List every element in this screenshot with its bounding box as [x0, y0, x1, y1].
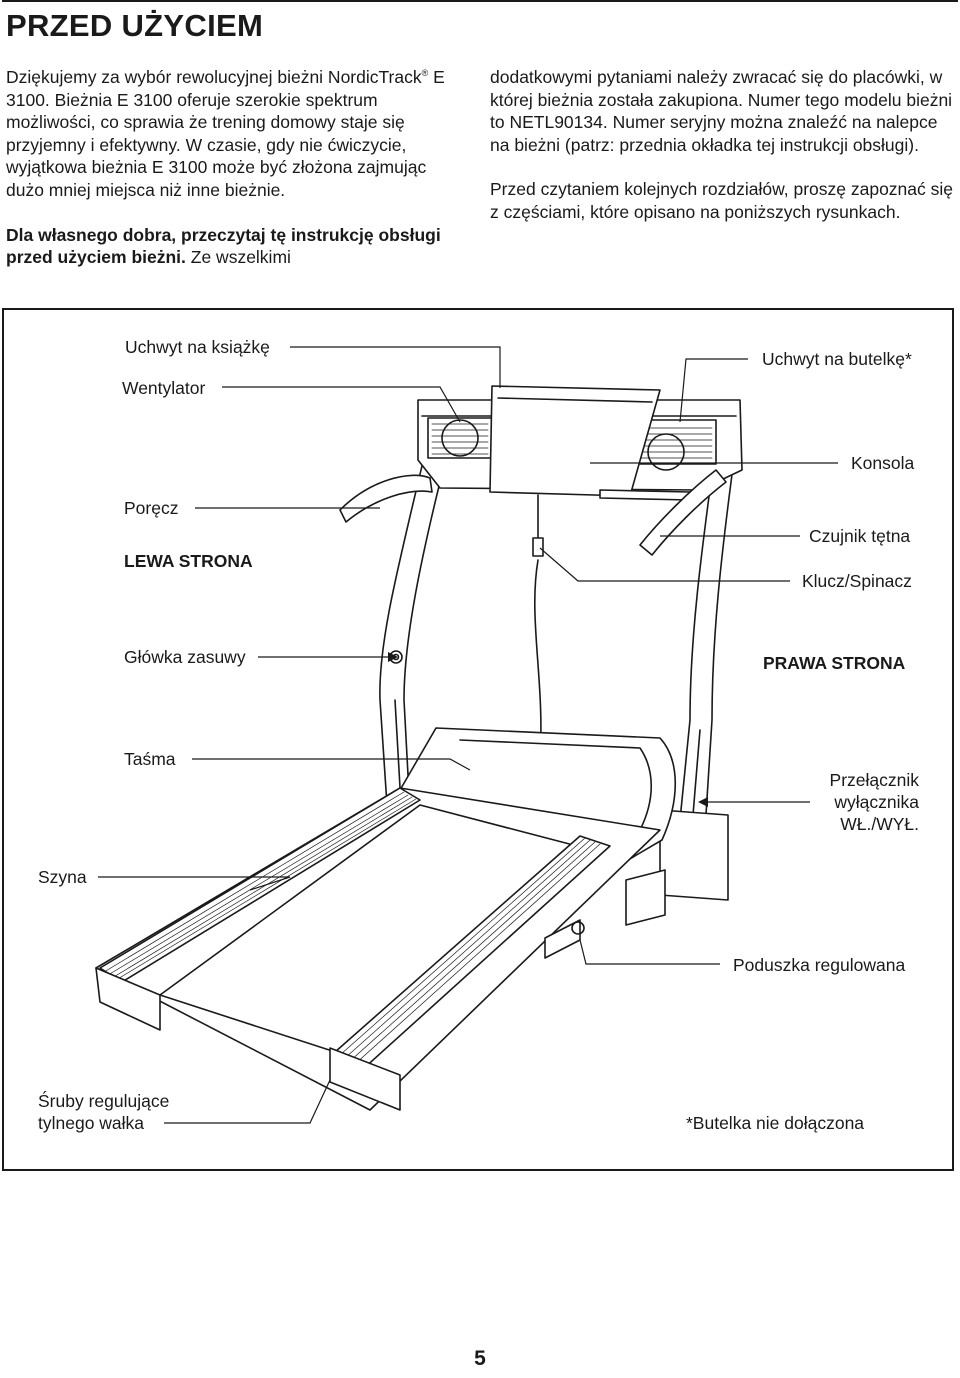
treadmill-drawing [95, 385, 743, 1111]
rear-right-endcap [329, 1047, 401, 1111]
label-pulse-sensor: Czujnik tętna [809, 526, 910, 546]
label-belt: Taśma [124, 749, 176, 769]
warning-text-cont: Ze wszelkimi [185, 247, 291, 268]
label-screws-line1: Śruby regulujące [38, 1090, 169, 1111]
left-handrail [339, 474, 433, 523]
intro-right-column: dodatkowymi pytaniami należy zwracać się… [490, 66, 954, 246]
left-fan-grille [427, 417, 493, 459]
label-book-holder: Uchwyt na książkę [125, 337, 270, 357]
label-screws-line2: tylnego wałka [38, 1113, 144, 1133]
leader-lines [98, 346, 838, 1124]
right-handrail [639, 469, 727, 556]
intro-text: Dziękujemy za wybór rewolucyjnej bieżni … [6, 67, 422, 87]
title-bar: PRZED UŻYCIEM [2, 0, 958, 46]
rear-left-endcap [95, 967, 161, 1031]
label-bottle-holder: Uchwyt na butelkę* [762, 349, 912, 369]
page-title: PRZED UŻYCIEM [6, 8, 264, 43]
label-switch-line3: WŁ./WYŁ. [840, 814, 919, 834]
right-base [659, 809, 729, 901]
intro-paragraph-2: Dla własnego dobra, przeczytaj tę instru… [6, 224, 461, 269]
warning-text: Dla własnego dobra, przeczytaj tę instru… [6, 224, 441, 268]
label-cushion: Poduszka regulowana [733, 955, 905, 975]
page-number: 5 [474, 1347, 486, 1370]
intro-paragraph-4: Przed czytaniem kolejnych rozdziałów, pr… [490, 179, 953, 222]
label-handrail: Poręcz [124, 498, 178, 518]
diagram-frame [2, 308, 954, 1171]
label-switch-line1: Przełącznik [830, 770, 920, 790]
registered-mark: ® [421, 68, 429, 79]
label-latch-knob: Główka zasuwy [124, 647, 246, 667]
label-left-side: LEWA STRONA [124, 551, 253, 571]
label-switch-line2: wyłącznika [833, 792, 919, 812]
label-rail: Szyna [38, 867, 87, 887]
label-console: Konsola [851, 453, 915, 473]
intro-paragraph-3: dodatkowymi pytaniami należy zwracać się… [490, 67, 953, 155]
intro-left-column: Dziękujemy za wybór rewolucyjnej bieżni … [6, 66, 461, 291]
label-bottle-note: *Butelka nie dołączona [686, 1113, 864, 1133]
console-display [489, 385, 661, 497]
intro-paragraph-1: Dziękujemy za wybór rewolucyjnej bieżni … [6, 66, 461, 202]
safety-key-cord [534, 494, 542, 761]
leader-arrowheads [388, 652, 708, 807]
intro-text-cont: E 3100. Bieżnia E 3100 oferuje szerokie … [6, 67, 445, 200]
label-right-side: PRAWA STRONA [763, 653, 906, 673]
label-fan: Wentylator [122, 378, 205, 398]
label-key-clip: Klucz/Spinacz [802, 571, 912, 591]
